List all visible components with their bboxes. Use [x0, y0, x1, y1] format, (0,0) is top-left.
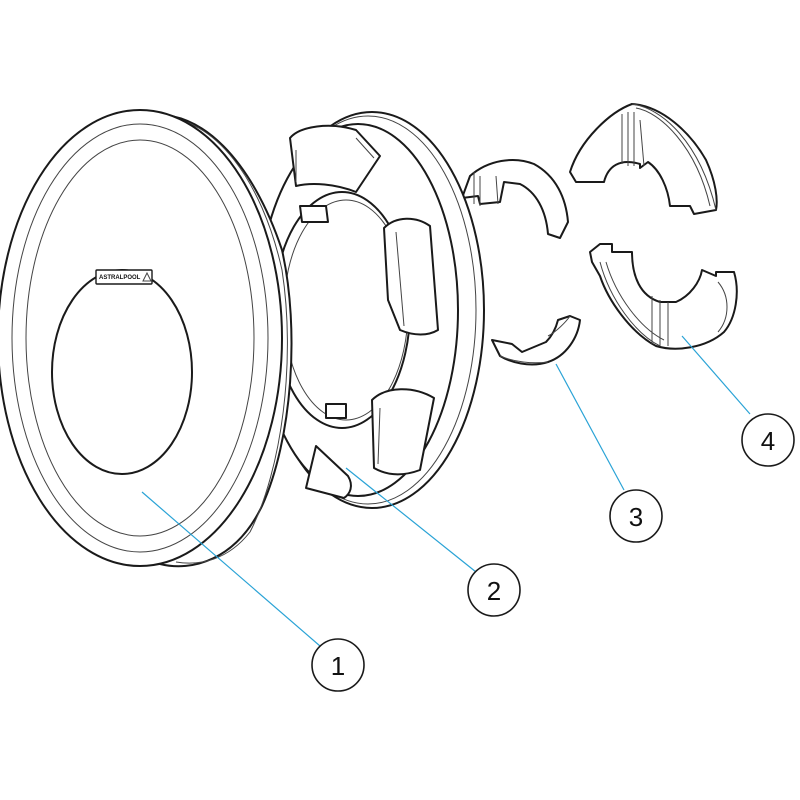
leader-1 [141, 491, 321, 647]
callout-2: 2 [467, 563, 521, 617]
callout-3: 3 [609, 489, 663, 543]
part-3-clip-ring [461, 159, 581, 366]
leader-2 [345, 467, 477, 573]
brand-label: ASTRALPOOL [99, 275, 141, 281]
callout-1-label: 1 [331, 651, 345, 681]
part-1-front-cover: ASTRALPOOL [0, 109, 293, 568]
part-4-clips [569, 103, 738, 350]
callout-4-label: 4 [761, 426, 775, 456]
leader-4 [681, 335, 751, 415]
brand-plate [95, 269, 153, 285]
leader-lines [141, 335, 751, 647]
callout-4: 4 [741, 413, 795, 467]
callout-1: 1 [311, 638, 365, 692]
callout-3-label: 3 [629, 502, 643, 532]
part-2-flange-ring [257, 111, 485, 509]
leader-3 [555, 363, 625, 491]
warning-triangle-icon [142, 271, 152, 282]
callout-2-label: 2 [487, 576, 501, 606]
